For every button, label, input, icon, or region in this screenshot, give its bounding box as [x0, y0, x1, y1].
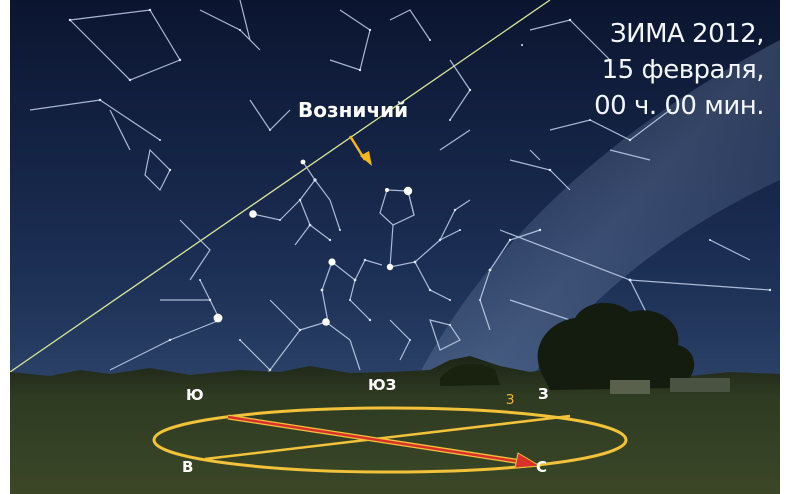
star-betelgeuse — [322, 318, 330, 326]
direction-southwest: ЮЗ — [368, 376, 397, 394]
star-auriga — [385, 188, 389, 192]
bright-stars — [213, 159, 413, 326]
constellation-label: Возничий — [298, 98, 409, 122]
date-caption: ЗИМА 2012, 15 февраля, 00 ч. 00 мин. — [594, 16, 764, 124]
tree-silhouette — [537, 302, 695, 390]
star-menkalinan — [386, 263, 394, 271]
bush-silhouette — [440, 363, 500, 386]
east-west-line — [204, 414, 571, 461]
direction-south: Ю — [186, 386, 204, 404]
star-mirfak — [249, 210, 257, 218]
direction-north: С — [536, 458, 548, 476]
direction-west-small: З — [506, 393, 515, 408]
meridian-arrow — [227, 414, 542, 469]
star-aldebaran — [213, 313, 223, 323]
horizon-ellipse — [152, 406, 628, 474]
star-algol — [300, 159, 306, 165]
building — [670, 378, 730, 392]
pointer-arrow — [348, 135, 372, 166]
star-capella — [403, 186, 413, 196]
direction-west: З — [538, 385, 549, 403]
season-label: ЗИМА 2012, — [609, 19, 765, 49]
building — [610, 380, 650, 394]
sky-chart: ЗИМА 2012, 15 февраля, 00 ч. 00 мин. Воз… — [10, 0, 780, 494]
direction-east: В — [182, 458, 194, 476]
ecliptic-line — [10, 0, 551, 373]
time-label: 00 ч. 00 мин. — [594, 91, 764, 121]
sky-map — [10, 0, 780, 494]
date-label: 15 февраля, — [601, 55, 765, 85]
star-elnath — [328, 258, 336, 266]
